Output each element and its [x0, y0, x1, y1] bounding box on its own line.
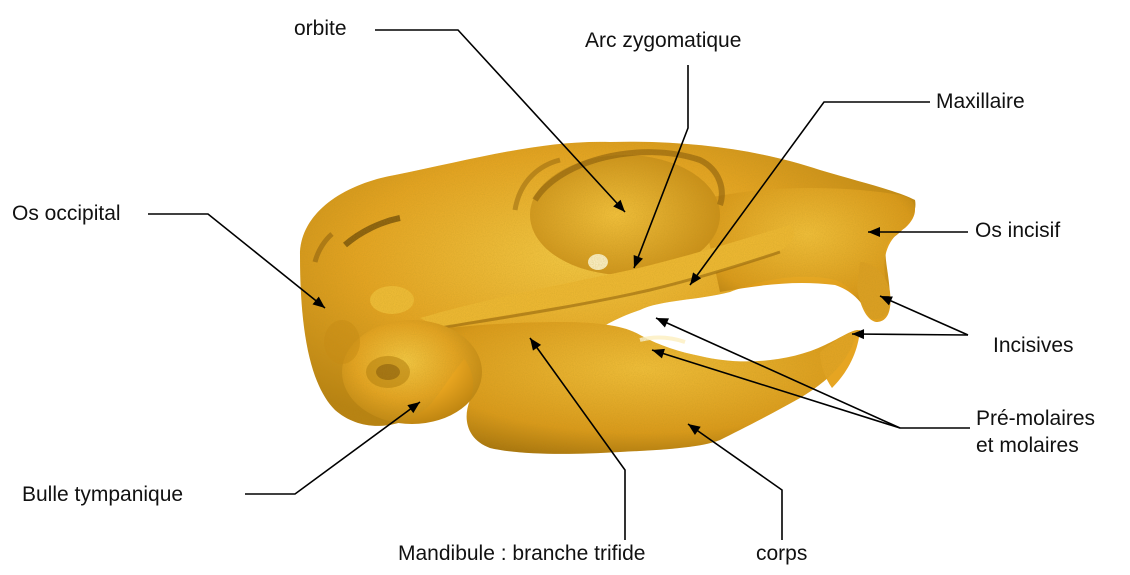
leader-incisives-a	[880, 296, 968, 335]
label-incisives: Incisives	[993, 335, 1074, 356]
label-premolaires-line2: et molaires	[976, 432, 1095, 459]
label-mandibule: Mandibule : branche trifide	[398, 543, 645, 564]
leader-os-occipital	[148, 214, 325, 308]
label-maxillaire: Maxillaire	[936, 91, 1025, 112]
label-os-incisif: Os incisif	[975, 220, 1060, 241]
tooth-row-gap	[620, 319, 680, 322]
label-os-occipital: Os occipital	[12, 203, 121, 224]
label-corps: corps	[756, 543, 807, 564]
leader-incisives-b	[852, 334, 968, 335]
label-premolaires-molaires: Pré-molaires et molaires	[976, 405, 1095, 460]
texture-overlay	[300, 142, 915, 454]
label-premolaires-line1: Pré-molaires	[976, 405, 1095, 432]
label-bulle-tympanique: Bulle tympanique	[22, 484, 183, 505]
label-arc-zygomatique: Arc zygomatique	[585, 30, 741, 51]
label-orbite: orbite	[294, 18, 347, 39]
